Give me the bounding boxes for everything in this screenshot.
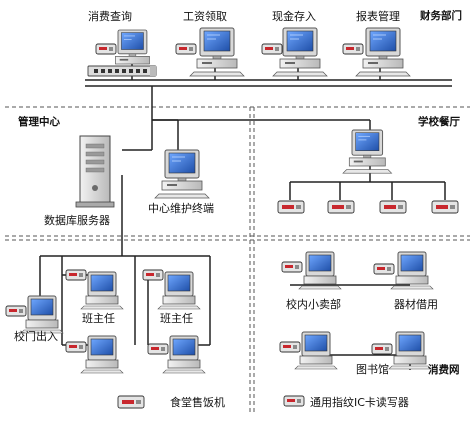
computer-report: [355, 27, 411, 77]
zone-label-consumption: 消费网: [428, 364, 460, 376]
reader-teacher-2-b: [147, 343, 169, 355]
label-teacher-2: 班主任: [160, 312, 193, 325]
reader-teacher-1: [65, 269, 87, 281]
reader-library-1: [279, 341, 301, 353]
database-server: [75, 135, 115, 208]
zone-label-management: 管理中心: [18, 116, 60, 128]
legend-card-reader-icon: [283, 395, 305, 407]
zone-label-cafeteria: 学校餐厅: [418, 116, 460, 128]
computer-library-2: [388, 331, 432, 370]
computer-teacher-1: [80, 271, 124, 310]
label-shop: 校内小卖部: [286, 298, 341, 311]
meal-machine-2: [327, 200, 355, 214]
computer-gate: [20, 295, 64, 334]
label-report: 报表管理: [356, 10, 400, 23]
zone-label-finance: 财务部门: [420, 10, 462, 22]
network-lines: [39, 55, 452, 370]
label-maintenance: 中心维护终端: [148, 202, 214, 215]
legend-card-reader-label: 通用指纹IC卡读写器: [310, 396, 409, 409]
computer-teacher-2-b: [162, 335, 206, 374]
label-equipment: 器材借用: [394, 298, 438, 311]
computer-equipment: [390, 251, 434, 290]
computer-deposit: [272, 27, 328, 77]
reader-salary: [175, 43, 197, 55]
meal-machine-3: [379, 200, 407, 214]
label-db-server: 数据库服务器: [44, 214, 110, 227]
label-query: 消费查询: [88, 10, 132, 23]
reader-report: [342, 43, 364, 55]
reader-teacher-2: [142, 269, 164, 281]
reader-query: [95, 43, 117, 55]
meal-machine-4: [431, 200, 459, 214]
computer-shop: [298, 251, 342, 290]
reader-equipment: [373, 263, 395, 275]
computer-salary: [189, 27, 245, 77]
reader-library-2: [371, 343, 393, 355]
legend-meal-machine-icon: [117, 395, 145, 409]
reader-deposit: [261, 43, 283, 55]
computer-maintenance: [154, 149, 210, 199]
computer-teacher-1-b: [80, 335, 124, 374]
label-salary: 工资领取: [183, 10, 227, 23]
meal-machine-1: [277, 200, 305, 214]
reader-gate: [5, 305, 27, 317]
reader-teacher-1-b: [65, 341, 87, 353]
computer-teacher-2: [157, 271, 201, 310]
network-switch: [87, 65, 157, 77]
zone-separators: [5, 106, 470, 415]
computer-cafeteria: [342, 129, 393, 174]
computer-library-1: [294, 331, 338, 370]
label-gate: 校门出入: [14, 330, 58, 343]
legend-meal-machine-label: 食堂售饭机: [170, 396, 225, 409]
label-deposit: 现金存入: [272, 10, 316, 23]
label-teacher-1: 班主任: [82, 312, 115, 325]
reader-shop: [281, 261, 303, 273]
label-library: 图书馆: [356, 363, 389, 376]
